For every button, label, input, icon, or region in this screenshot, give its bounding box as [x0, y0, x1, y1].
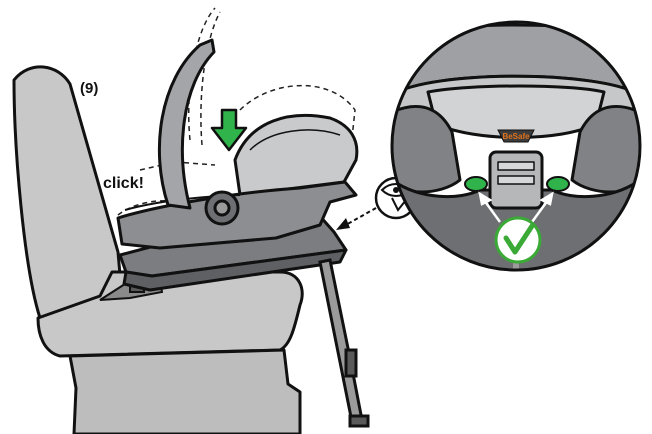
- seat-base: [68, 348, 302, 434]
- carrier-bottom: [426, 84, 606, 139]
- indicator-arrows: [478, 191, 554, 223]
- green-indicator-right: [546, 176, 570, 192]
- step-number: (9): [80, 80, 99, 97]
- besafe-logo: BeSafe: [497, 129, 535, 143]
- green-indicator-left: [464, 176, 488, 192]
- check-icon: [494, 216, 542, 264]
- brand-name: BeSafe: [502, 132, 530, 141]
- zoom-pointer-arrow: [336, 207, 377, 230]
- push-down-arrow: [210, 108, 248, 152]
- carrier-canopy: [233, 114, 359, 197]
- seat-backrest: [12, 65, 124, 320]
- infant-carrier: [116, 38, 359, 250]
- seat-cushion: [36, 270, 304, 358]
- carrier-handle: [157, 38, 216, 210]
- vehicle-seat: [12, 65, 304, 434]
- load-leg: [318, 258, 370, 428]
- click-label: click!: [103, 175, 144, 192]
